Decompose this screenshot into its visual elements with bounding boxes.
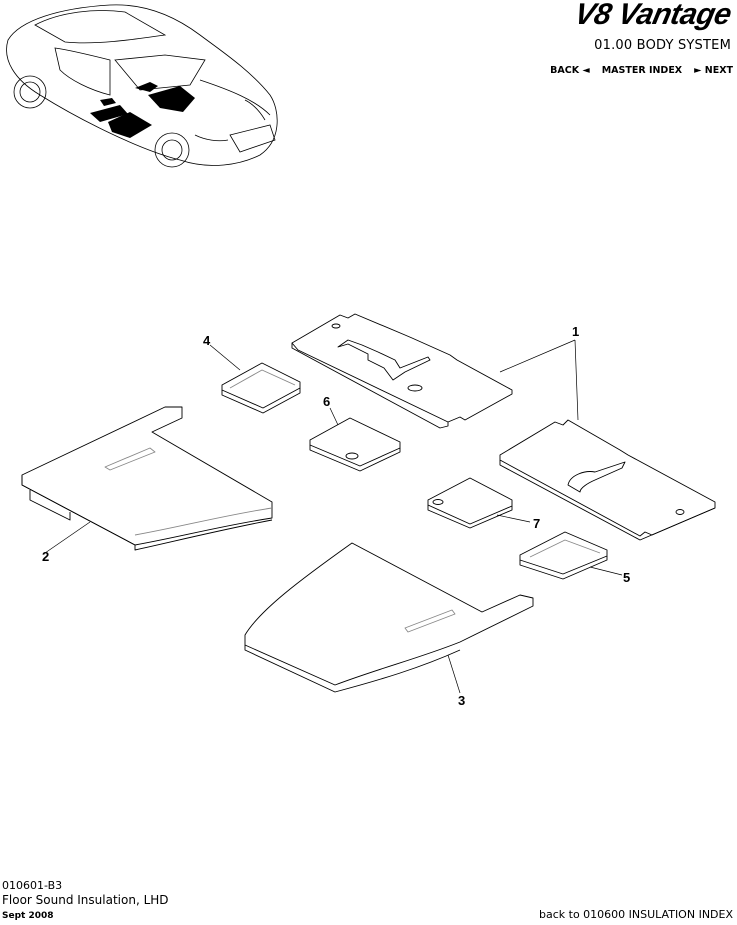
- part-5-pad: [519, 531, 608, 580]
- part-3-rear-footwell-mat: [244, 542, 534, 693]
- callout-5[interactable]: 5: [623, 570, 631, 585]
- part-7-pad: [427, 477, 513, 529]
- exploded-parts-diagram: [21, 313, 716, 694]
- callout-1[interactable]: 1: [572, 324, 580, 339]
- system-title: 01.00 BODY SYSTEM: [594, 38, 731, 53]
- part-1-lower-panel: [499, 419, 716, 541]
- part-1-upper-panel: [291, 313, 513, 429]
- part-4-pad: [221, 362, 301, 414]
- next-link[interactable]: ► NEXT: [694, 65, 733, 76]
- brand-logo: V8 Vantage: [571, 0, 735, 31]
- master-index-link[interactable]: MASTER INDEX: [601, 65, 683, 76]
- publication-date: Sept 2008: [2, 911, 54, 921]
- diagram-title: Floor Sound Insulation, LHD: [2, 893, 169, 907]
- back-link[interactable]: BACK ◄: [550, 65, 590, 76]
- callout-2[interactable]: 2: [42, 549, 50, 564]
- callout-6[interactable]: 6: [323, 394, 331, 409]
- back-to-index-link[interactable]: back to 010600 INSULATION INDEX: [539, 908, 733, 921]
- diagram-code: 010601-B3: [2, 879, 63, 892]
- floor-insulation-highlight: [90, 82, 195, 138]
- vehicle-overview-illustration: [6, 4, 278, 168]
- callout-3[interactable]: 3: [458, 693, 466, 708]
- navigation-bar: BACK ◄ MASTER INDEX ► NEXT: [550, 65, 733, 76]
- part-6-pad: [309, 417, 401, 472]
- callout-4[interactable]: 4: [203, 333, 211, 348]
- part-2-front-footwell-mat: [21, 406, 273, 551]
- callout-7[interactable]: 7: [533, 516, 541, 531]
